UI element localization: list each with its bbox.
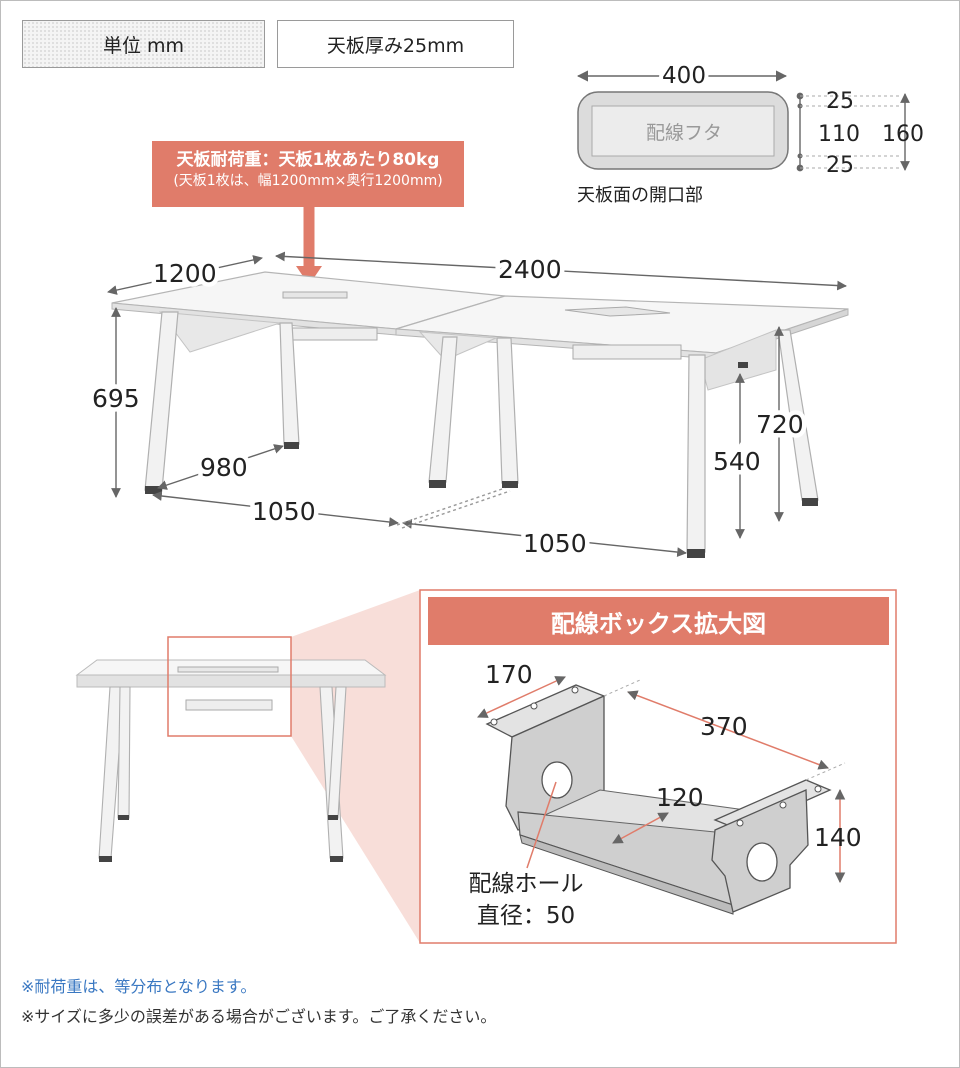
hole-label: 配線ホール xyxy=(469,871,584,897)
legs xyxy=(144,311,819,553)
wire-hole-right xyxy=(746,842,778,882)
zoom-target-frame xyxy=(167,636,292,737)
label-540: 540 xyxy=(713,447,761,476)
thickness-label: 天板厚み25mm xyxy=(277,20,514,68)
dim-1050-right xyxy=(402,519,687,557)
label-120: 120 xyxy=(656,783,704,812)
dim-120 xyxy=(612,812,669,844)
load-callout: 天板耐荷重：天板1枚あたり80kg (天板1枚は、幅1200mm×奥行1200m… xyxy=(152,141,464,207)
label-695: 695 xyxy=(92,384,140,413)
dim-1200 xyxy=(107,255,263,295)
dim-170 xyxy=(477,676,566,718)
footnote-size: ※サイズに多少の誤差がある場合がございます。ご了承ください。 xyxy=(21,1007,497,1026)
label-1050-right: 1050 xyxy=(523,529,587,558)
label-2400: 2400 xyxy=(498,255,562,284)
opening-top-margin: 25 xyxy=(826,89,854,114)
lid-shape xyxy=(591,105,775,157)
lid-label: 配線フタ xyxy=(646,122,722,144)
label-170: 170 xyxy=(485,660,533,689)
wire-hole-left xyxy=(541,761,573,799)
opening-diagram: 400 配線フタ 25 110 160 25 天板面の開口部 xyxy=(576,59,924,206)
load-callout-note: (天板1枚は、幅1200mm×奥行1200mm) xyxy=(173,173,443,189)
footnote-load: ※耐荷重は、等分布となります。 xyxy=(21,977,257,996)
dim-980 xyxy=(157,444,284,490)
load-callout-title: 天板耐荷重：天板1枚あたり80kg xyxy=(176,150,440,170)
wire-box-title: 配線ボックス拡大図 xyxy=(428,597,889,645)
opening-bottom-margin: 25 xyxy=(826,153,854,178)
leg-feet xyxy=(145,442,818,558)
wire-tray-left xyxy=(282,327,378,341)
opening-caption: 天板面の開口部 xyxy=(577,185,703,206)
zoom-wedge xyxy=(291,590,420,943)
dim-2400 xyxy=(275,251,847,291)
table-drawing: 1200 2400 695 980 1050 1050 540 720 xyxy=(88,207,849,563)
label-980: 980 xyxy=(200,453,248,482)
unit-label: 単位 mm xyxy=(22,20,265,68)
label-140: 140 xyxy=(814,823,862,852)
wire-tray-right xyxy=(572,344,682,360)
label-1200: 1200 xyxy=(153,259,217,288)
label-720: 720 xyxy=(756,410,804,439)
dim-370 xyxy=(627,690,829,770)
opening-total-label: 160 xyxy=(882,122,924,147)
wire-box-detail: 170 370 120 140 配線ホール 直径：50 xyxy=(419,589,897,944)
opening-middle-label: 110 xyxy=(818,122,860,147)
opening-width-label: 400 xyxy=(662,63,706,89)
label-370: 370 xyxy=(700,712,748,741)
wire-lid-left xyxy=(282,291,348,299)
label-1050-left: 1050 xyxy=(252,497,316,526)
hole-leader xyxy=(526,781,557,869)
small-table-drawing xyxy=(75,590,420,943)
hole-diameter-label: 直径：50 xyxy=(477,903,575,929)
dim-1050-left xyxy=(152,491,399,527)
wire-lid-right xyxy=(564,306,671,317)
